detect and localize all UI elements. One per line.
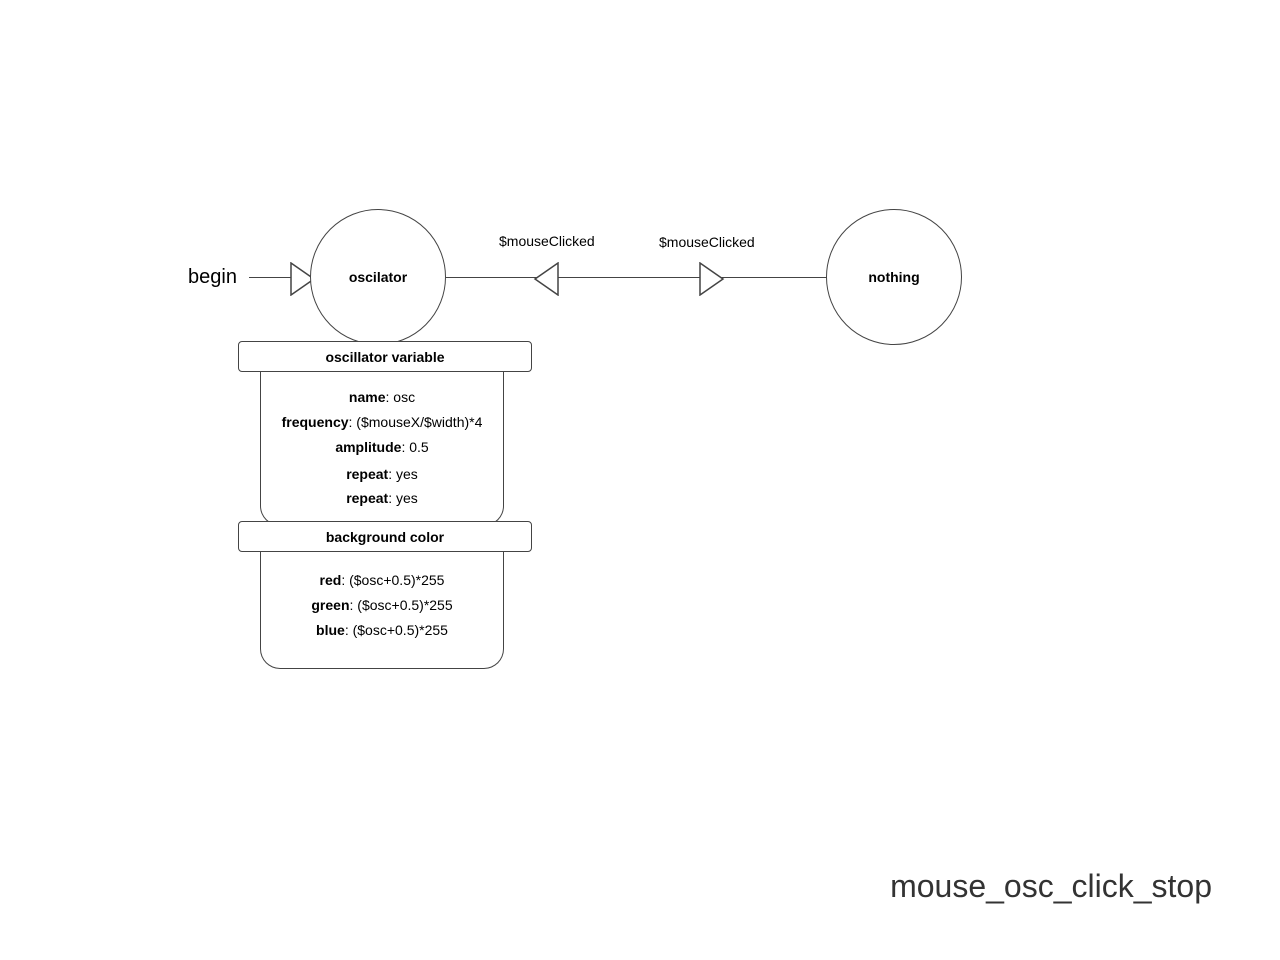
property-key: repeat [346,490,389,506]
property-row: repeat: yes [261,490,503,506]
property-key: repeat [346,466,389,482]
transition-line [446,277,827,278]
property-value: : osc [385,389,416,405]
state-oscillator[interactable]: oscilator [310,209,446,345]
property-row: amplitude: 0.5 [261,439,503,455]
property-key: red [319,572,342,588]
property-key: name [348,389,386,405]
state-nothing-label: nothing [868,269,920,285]
property-value: : ($osc+0.5)*255 [344,622,448,638]
property-key: frequency [281,414,349,430]
property-key: green [311,597,350,613]
state-nothing[interactable]: nothing [826,209,962,345]
property-value: : ($osc+0.5)*255 [341,572,445,588]
transition-label-to-nothing: $mouseClicked [659,234,755,250]
property-value: : ($mouseX/$width)*4 [348,414,483,430]
property-value: : yes [388,466,418,482]
begin-arrowhead [290,262,316,296]
property-row: red: ($osc+0.5)*255 [261,572,503,588]
arrowhead-to-oscillator [533,262,559,296]
property-value: : ($osc+0.5)*255 [349,597,453,613]
begin-connector [249,277,291,278]
diagram-title: mouse_osc_click_stop [890,868,1212,904]
property-value: : 0.5 [401,439,429,455]
property-row: name: osc [261,389,503,405]
state-oscillator-label: oscilator [348,269,408,285]
property-value: : yes [388,490,418,506]
property-row: blue: ($osc+0.5)*255 [261,622,503,638]
oscillator-variable-body: name: osc frequency: ($mouseX/$width)*4 … [260,355,504,526]
background-color-body: red: ($osc+0.5)*255 green: ($osc+0.5)*25… [260,536,504,669]
property-row: frequency: ($mouseX/$width)*4 [261,414,503,430]
background-color-header[interactable]: background color [238,521,532,552]
property-key: amplitude [335,439,402,455]
property-key: blue [316,622,345,638]
transition-label-to-oscillator: $mouseClicked [499,233,595,249]
property-row: green: ($osc+0.5)*255 [261,597,503,613]
arrowhead-to-nothing [699,262,725,296]
oscillator-variable-header[interactable]: oscillator variable [238,341,532,372]
property-row: repeat: yes [261,466,503,482]
begin-label: begin [188,266,237,288]
